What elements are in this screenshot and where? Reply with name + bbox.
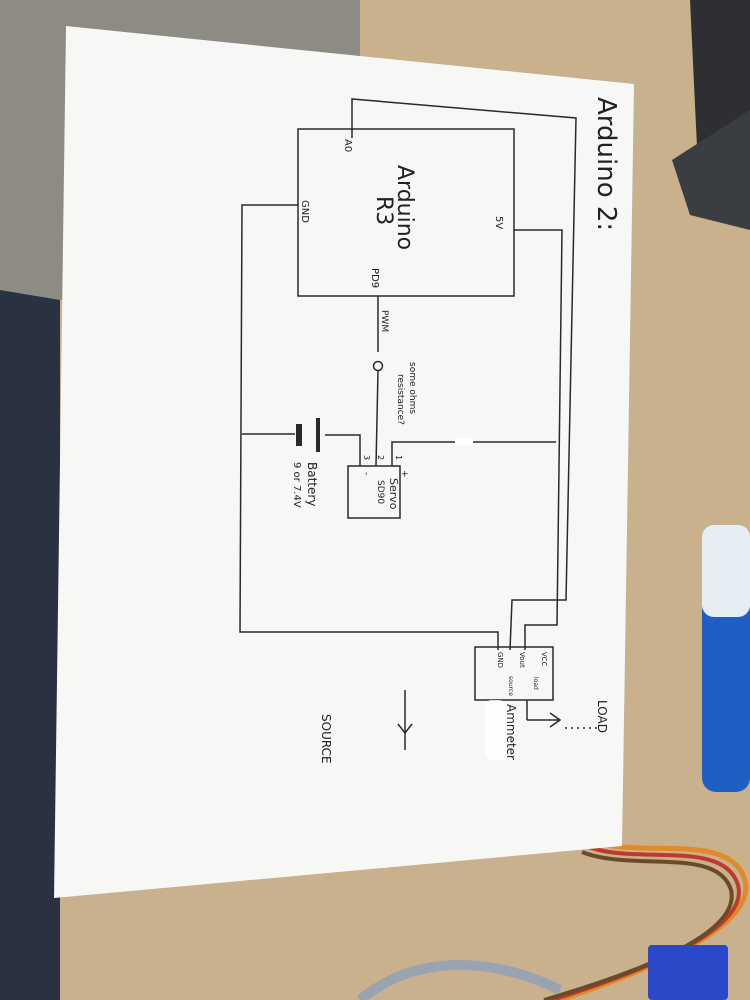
servo-pin-2: 2 [376, 455, 385, 460]
servo-vcc-wire [391, 441, 556, 466]
ammeter-box [474, 646, 554, 701]
glue-smudge [485, 700, 505, 760]
pwm-label: PWM [379, 310, 389, 332]
pin-a0: A0 [342, 139, 353, 152]
servo-model: SD90 [375, 480, 385, 504]
a0-wire [351, 98, 577, 651]
board-model: R3 [371, 196, 396, 225]
resistor-note-line1: some ohms [407, 362, 417, 414]
paper-sheet [54, 26, 634, 898]
battery-symbol [296, 418, 320, 452]
gnd-wire [239, 204, 499, 650]
diagram-title: Arduino 2: [591, 97, 621, 231]
servo-minus: - [361, 472, 371, 475]
blue-servo [648, 945, 728, 1000]
bag-strap [672, 110, 750, 230]
servo-gnd-wire [325, 434, 361, 466]
servo-pin-1: 1 [394, 455, 403, 460]
battery-name: Battery [305, 462, 319, 506]
arduino-board [297, 128, 515, 297]
marker-cap [702, 525, 750, 617]
source-arrow-head [397, 723, 413, 735]
ammeter-pin-source: source [507, 676, 514, 696]
pin-5v: 5V [493, 216, 504, 229]
servo-pin-3: 3 [362, 455, 371, 460]
ammeter-pin-gnd: GND [496, 652, 504, 668]
load-label: LOAD [595, 700, 609, 733]
chair-fabric [0, 290, 60, 1000]
ammeter-name: Ammeter [504, 704, 518, 760]
battery-plate-short [296, 424, 302, 446]
servo-box [347, 465, 401, 519]
ammeter-pin-vout: Vout [518, 652, 526, 668]
resistor-node [372, 360, 384, 372]
battery-plate-long [316, 418, 320, 452]
load-arrow-head [549, 712, 562, 728]
battery-voltage: 9 or 7.4V [291, 462, 302, 508]
ammeter-pin-load: load [532, 677, 539, 690]
wiring [239, 98, 600, 750]
servo-plus: + [399, 470, 409, 478]
resistor-note-line2: resistance? [395, 374, 405, 425]
pin-pd9: PD9 [369, 268, 380, 288]
pin-gnd: GND [299, 200, 310, 223]
servo-wire-brown [543, 850, 734, 1000]
tape-mark [455, 438, 473, 445]
board-name: Arduino [392, 165, 417, 250]
pwm-wire-bottom [375, 370, 379, 467]
ammeter-pin-vcc: VCC [540, 652, 548, 667]
5v-wire [514, 229, 563, 650]
usb-cable [356, 960, 563, 1000]
source-label: SOURCE [319, 714, 333, 764]
servo-name: Servo [387, 478, 400, 510]
